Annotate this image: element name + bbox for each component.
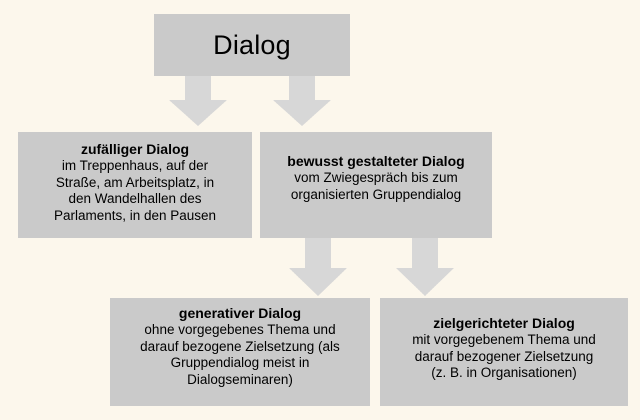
generativer-dialog-box: generativer Dialog ohne vorgegebenes The… [110,298,370,406]
generativer-dialog-heading: generativer Dialog [178,305,302,321]
arrow-dialog-to-bewusst [273,72,331,126]
bewusst-gestalteter-dialog-text: vom Zwiegespräch bis zum organisierten G… [290,170,462,202]
zielgerichteter-dialog-heading: zielgerichteter Dialog [433,315,575,331]
generativer-dialog-text: ohne vorgegebenes Thema und darauf bezog… [140,322,340,387]
zielgerichteter-dialog-box: zielgerichteter Dialog mit vorgegebenem … [380,298,628,406]
zufaelliger-dialog-box: zufälliger Dialog im Treppenhaus, auf de… [18,132,252,238]
dialog-title-box: Dialog [154,14,350,76]
bewusst-gestalteter-dialog-box: bewusst gestalteter Dialog vom Zwiegespr… [260,132,492,238]
bewusst-gestalteter-dialog-heading: bewusst gestalteter Dialog [287,153,465,169]
zielgerichteter-dialog-text: mit vorgegebenem Thema und darauf bezoge… [412,332,596,380]
arrow-bewusst-to-ziel [396,236,454,296]
arrow-dialog-to-zufaellig [169,72,227,126]
arrow-bewusst-to-generativ [289,236,347,296]
dialog-title: Dialog [213,29,291,60]
zufaelliger-dialog-heading: zufälliger Dialog [80,141,190,157]
zufaelliger-dialog-text: im Treppenhaus, auf der Straße, am Arbei… [53,158,217,223]
